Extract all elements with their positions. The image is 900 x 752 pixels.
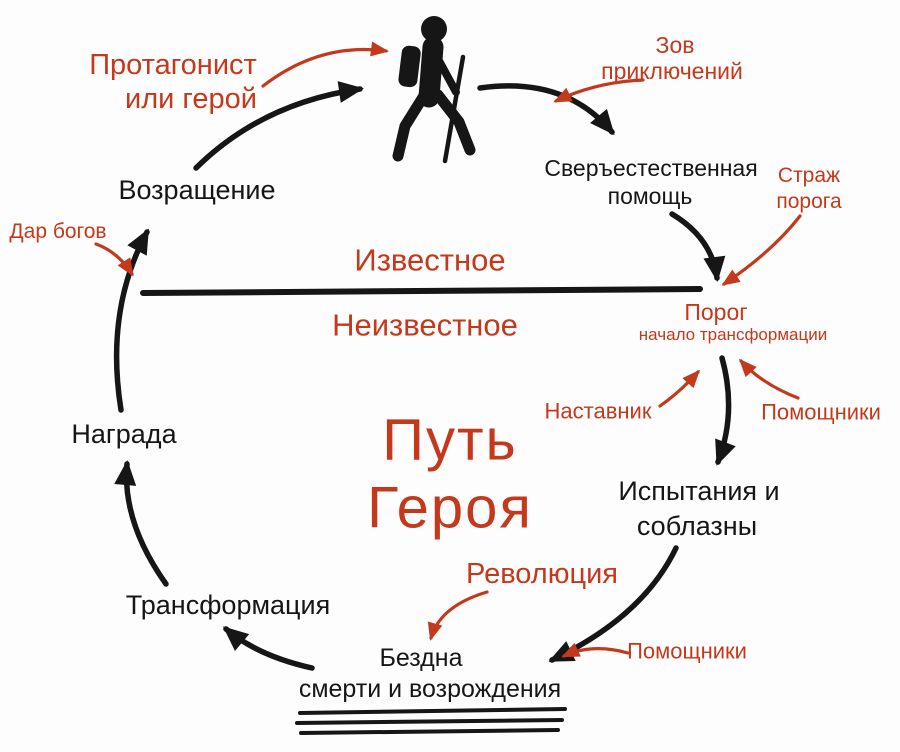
- stage-threshold-sublabel: начало трансформации: [638, 325, 828, 345]
- arrow-helpers-right: [738, 358, 800, 400]
- annotation-guardian-line2: порога: [776, 189, 842, 213]
- annotation-guardian-line1: Страж: [777, 163, 841, 187]
- ground-line: [295, 718, 564, 725]
- annotation-helpers-right-label: Помощники: [761, 399, 881, 425]
- hiker-icon: [392, 16, 476, 164]
- stage-return-label: Возращение: [118, 174, 276, 205]
- annotation-call-line2: приключений: [601, 57, 743, 84]
- bottom-ground-lines: [295, 707, 567, 735]
- arrow-transformation-to-reward: [114, 460, 169, 587]
- annotation-revolution-label: Революция: [466, 557, 618, 590]
- arrow-return-to-hero: [193, 81, 364, 171]
- arrow-threshold-guardian: [721, 214, 802, 286]
- stage-supernatural-help-line1: Сверъестественная: [544, 154, 758, 181]
- arrow-help-to-threshold: [669, 211, 726, 282]
- annotation-helpers-bottom-label: Помощники: [627, 638, 747, 664]
- stage-reward-label: Награда: [71, 418, 177, 449]
- annotation-mentor-label: Наставник: [544, 398, 652, 424]
- annotation-arrows: [94, 41, 802, 658]
- annotation-protagonist-line2: или герой: [125, 82, 257, 115]
- ground-line: [298, 707, 567, 715]
- diagram-title-line1: Путь: [382, 407, 518, 473]
- annotation-call-line1: Зов: [655, 31, 695, 58]
- known-unknown-divider: [140, 286, 703, 296]
- arrow-helpers-bottom: [561, 642, 630, 658]
- zone-unknown-label: Неизвестное: [332, 307, 518, 343]
- ground-line: [299, 728, 560, 735]
- zone-known-label: Известное: [354, 242, 506, 278]
- stage-trials-line2: соблазны: [636, 510, 758, 541]
- arrow-reward-to-return: [113, 228, 150, 413]
- stage-abyss-line1: Бездна: [379, 643, 463, 672]
- stage-trials-line1: Испытания и: [618, 475, 780, 506]
- stage-supernatural-help-line2: помощь: [607, 182, 693, 209]
- stage-threshold-label: Порог: [684, 298, 748, 325]
- arrow-abyss-to-transformation: [222, 626, 315, 671]
- arrow-call-to-adventure: [553, 78, 645, 103]
- diagram-title-line2: Героя: [367, 475, 533, 541]
- arrow-threshold-to-trials: [715, 355, 736, 466]
- annotation-gift-label: Дар богов: [9, 219, 107, 243]
- arrow-hero-to-supernatural-help: [477, 83, 615, 136]
- stage-abyss-line2: смерти и возрождения: [298, 674, 562, 703]
- annotation-protagonist-line1: Протагонист: [89, 48, 257, 81]
- arrow-protagonist-to-hero: [261, 41, 389, 88]
- arrow-mentor: [658, 369, 701, 408]
- stage-transformation-label: Трансформация: [125, 589, 331, 620]
- arrow-revolution: [427, 590, 489, 641]
- arrow-gift-of-gods: [94, 242, 134, 277]
